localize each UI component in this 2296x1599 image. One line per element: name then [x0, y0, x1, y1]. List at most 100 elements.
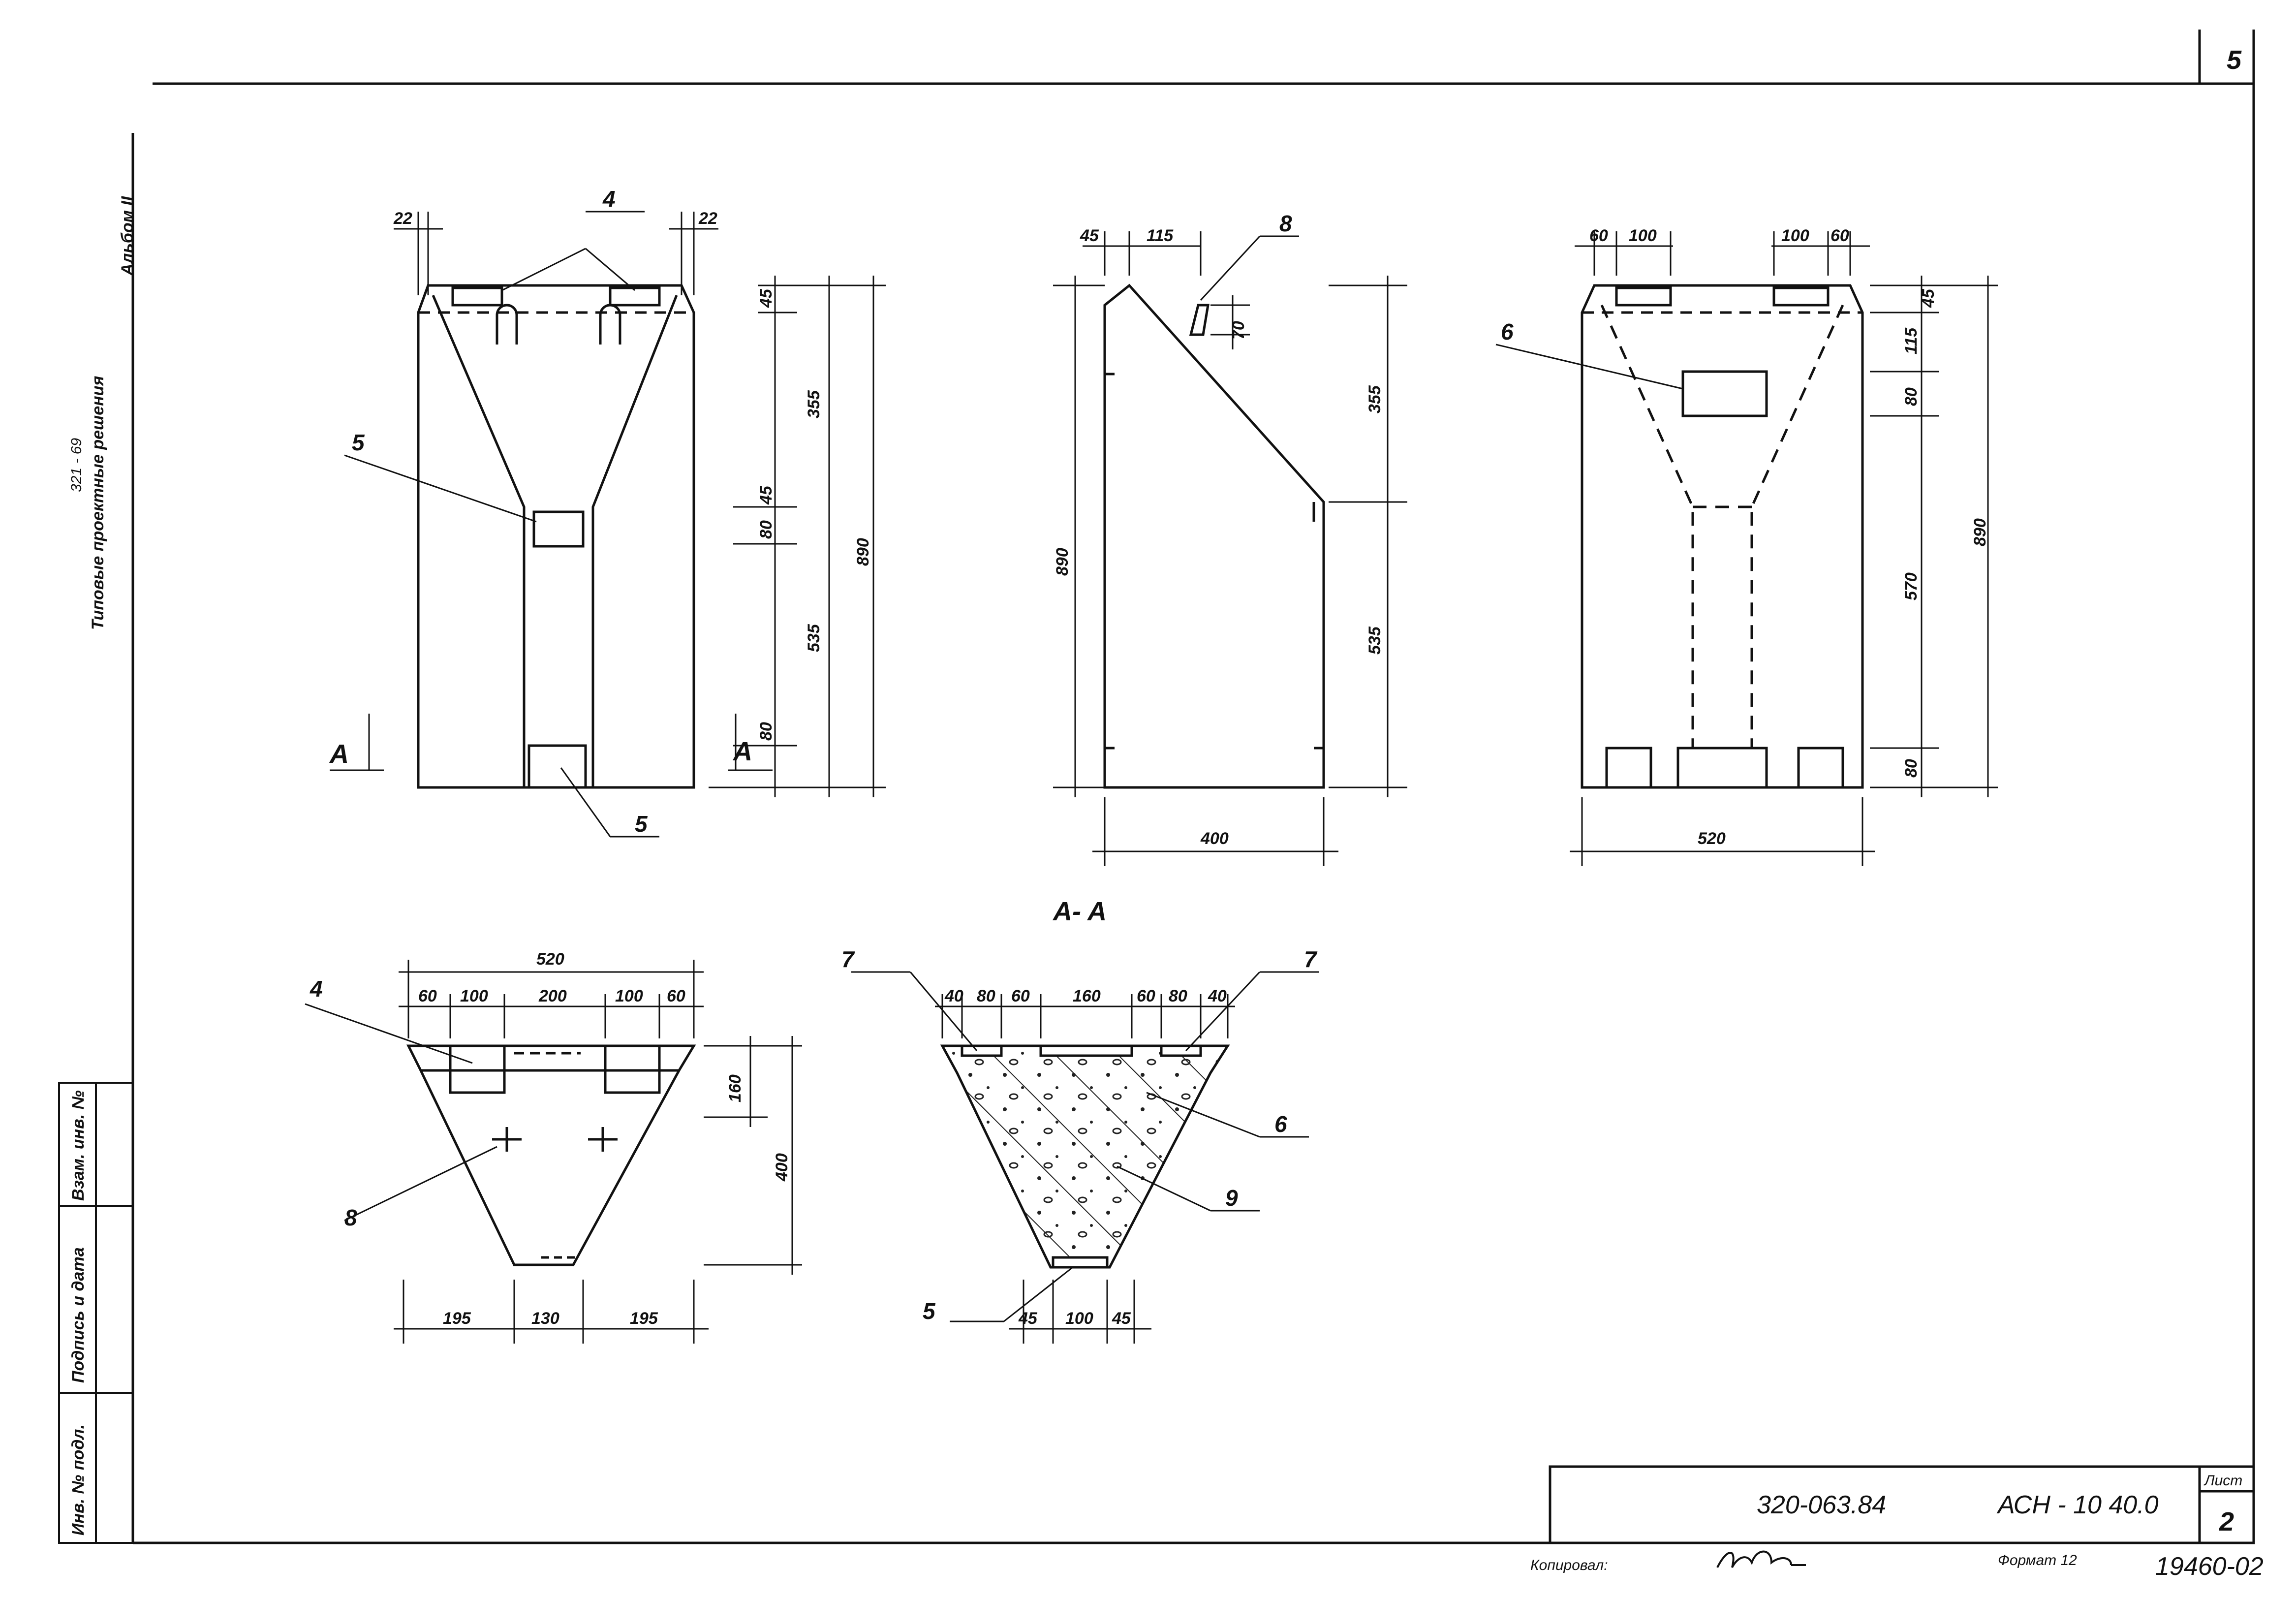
front-dim-45-top: 45	[757, 288, 776, 308]
back-block-right	[1797, 747, 1844, 789]
cut-dim-100: 100	[1065, 1309, 1093, 1328]
side-stamp	[58, 1082, 134, 1544]
back-dim-890: 890	[1971, 518, 1989, 546]
side-dim-400: 400	[1200, 829, 1229, 848]
section-title: A- A	[1052, 897, 1107, 926]
front-section-mark-right: A	[732, 737, 752, 766]
plan-dim-130: 130	[531, 1309, 559, 1328]
front-callout-4: 4	[602, 186, 616, 212]
back-loop-left	[1615, 286, 1672, 307]
section-cut: 40 80 60 160 60 80 40 7 7 6 9 5 45 100 4…	[841, 946, 1319, 1344]
back-dim-60-right: 60	[1831, 226, 1849, 245]
plan-dim-520: 520	[536, 950, 564, 969]
front-loop-left	[451, 286, 503, 307]
section-plan: 520 60 100 200 100 60 4 8 160 400 195 13…	[305, 950, 802, 1344]
side-dim-70: 70	[1229, 321, 1248, 340]
stamp-inv-original: Инв. № подл.	[69, 1424, 88, 1536]
plan-dim-60-left: 60	[418, 987, 437, 1005]
front-section-mark-left: A	[329, 739, 349, 769]
sheet-number-top: 5	[2227, 45, 2242, 75]
plan-callout-8: 8	[344, 1205, 357, 1230]
back-block-center	[1676, 747, 1768, 789]
title-block	[1549, 1465, 2255, 1544]
cut-outline	[940, 1044, 1230, 1269]
side-caption-line2: Альбом II	[118, 195, 137, 276]
front-embedded-plate-top	[532, 510, 585, 548]
front-callout-5-bottom: 5	[635, 811, 648, 837]
plan-loop-left	[449, 1044, 506, 1094]
copier-signature	[1716, 1550, 1806, 1568]
plan-loop-right	[604, 1044, 661, 1094]
side-outline	[1103, 283, 1325, 789]
side-caption: Типовые проектные решения Альбом II 321 …	[68, 195, 137, 630]
cut-dim-80-right: 80	[1169, 987, 1187, 1005]
cut-callout-6: 6	[1274, 1111, 1287, 1137]
side-lug	[1189, 304, 1210, 336]
front-dim-80-mid: 80	[757, 520, 776, 539]
stamp-signature-date: Подпись и дата	[69, 1247, 88, 1383]
back-outline	[1581, 284, 1864, 789]
cut-plate-bottom	[1052, 1256, 1109, 1269]
back-loop-right	[1772, 286, 1830, 307]
cut-dim-40-left: 40	[944, 987, 963, 1005]
title-doc-code: 320-063.84	[1757, 1491, 1886, 1519]
cut-callout-5: 5	[923, 1298, 936, 1324]
side-dim-355: 355	[1365, 385, 1384, 413]
back-dim-80-bottom: 80	[1902, 759, 1921, 778]
front-dim-22-right: 22	[698, 209, 717, 228]
plan-dim-100-left: 100	[460, 987, 488, 1005]
side-dim-535: 535	[1365, 626, 1384, 655]
side-callout-8: 8	[1279, 211, 1292, 236]
cut-plate-right	[1160, 1044, 1202, 1057]
back-dim-80-top: 80	[1902, 387, 1921, 406]
cut-dim-160: 160	[1073, 987, 1101, 1005]
front-view: 22 22 4 5 5 45 355 45 80 535 80 890 A A	[329, 186, 886, 838]
cut-callout-9: 9	[1225, 1185, 1238, 1211]
cut-dim-45-right: 45	[1112, 1309, 1131, 1328]
cut-fill-hatch	[942, 1046, 1228, 1267]
title-sheet-number: 2	[2219, 1507, 2234, 1536]
plan-dim-195-right: 195	[630, 1309, 658, 1328]
front-hook-left	[496, 304, 518, 345]
stamp-replace-inv: Взам. инв. №	[69, 1090, 88, 1201]
title-archive-number: 19460-02	[2155, 1552, 2264, 1581]
plan-dim-60-right: 60	[667, 987, 685, 1005]
side-view: 45 115 8 70 355 535 890 400	[1053, 211, 1407, 866]
back-block-left	[1605, 747, 1652, 789]
front-dim-890: 890	[854, 538, 872, 566]
front-embedded-plate-bottom	[527, 744, 587, 789]
title-copied-label: Копировал:	[1530, 1557, 1608, 1573]
plan-dim-195-left: 195	[443, 1309, 471, 1328]
title-format-label: Формат 12	[1998, 1552, 2077, 1568]
side-dim-890: 890	[1053, 548, 1072, 576]
side-caption-line1: Типовые проектные решения	[89, 376, 107, 630]
plan-callout-4: 4	[310, 976, 323, 1002]
cut-callout-7-right: 7	[1304, 946, 1318, 972]
front-dim-355: 355	[805, 390, 823, 418]
plan-dim-160: 160	[726, 1074, 745, 1102]
cut-dim-80-left: 80	[977, 987, 995, 1005]
cut-dim-40-right: 40	[1208, 987, 1227, 1005]
back-view: 60 100 100 60 6 45 115 80 570 80 890 520	[1495, 226, 1998, 866]
front-dim-45-mid: 45	[757, 485, 776, 505]
front-outline	[417, 284, 695, 789]
back-dim-60-left: 60	[1589, 226, 1608, 245]
side-caption-line3: 321 - 69	[68, 438, 85, 492]
cut-dim-60-left: 60	[1011, 987, 1030, 1005]
title-series: АСН - 10 40.0	[1996, 1491, 2159, 1519]
back-dim-520: 520	[1698, 829, 1726, 848]
back-callout-6: 6	[1501, 319, 1514, 345]
title-sheet-label: Лист	[2203, 1473, 2242, 1489]
front-dim-535: 535	[805, 624, 823, 652]
front-loop-right	[609, 286, 661, 307]
plan-dim-100-right: 100	[615, 987, 643, 1005]
front-callout-5-top: 5	[352, 430, 365, 455]
cut-plate-center	[1039, 1044, 1133, 1057]
back-dim-100-right: 100	[1781, 226, 1809, 245]
back-dim-570: 570	[1902, 572, 1921, 600]
side-dim-115: 115	[1147, 226, 1174, 245]
cut-dim-45-left: 45	[1018, 1309, 1038, 1328]
back-opening	[1681, 370, 1768, 417]
front-dim-22-left: 22	[393, 209, 412, 228]
